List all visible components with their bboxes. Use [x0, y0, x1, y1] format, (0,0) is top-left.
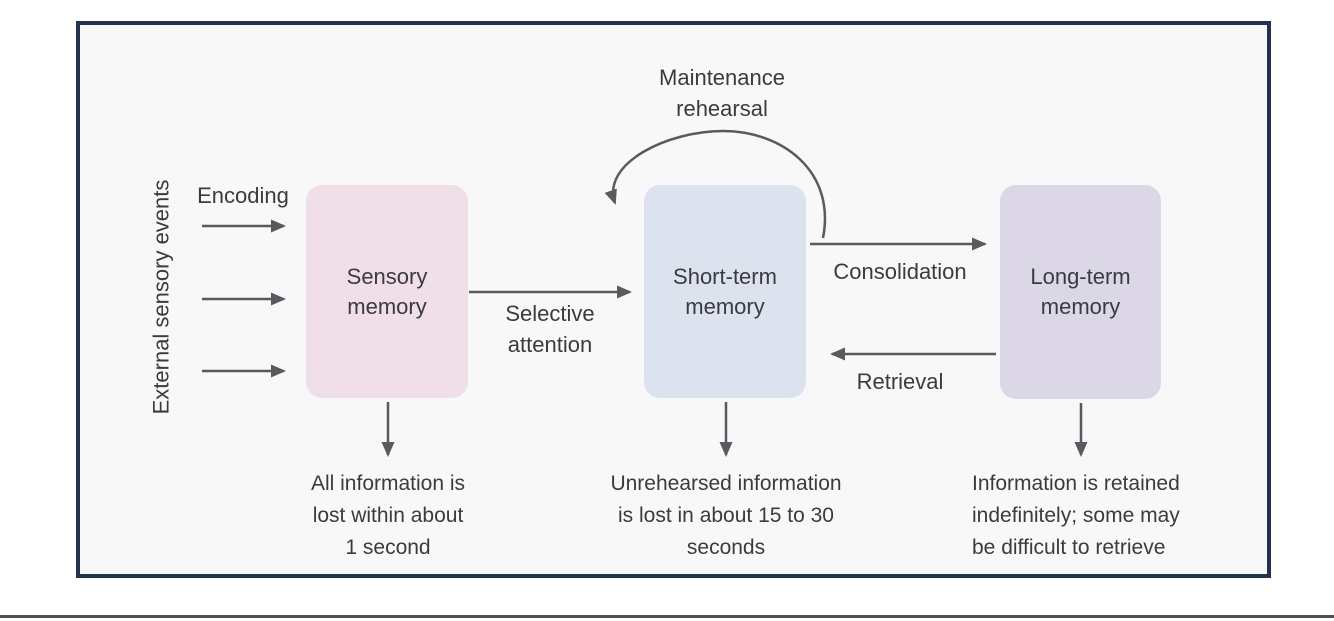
diagram-card: External sensory events Encoding Mainten…: [76, 21, 1271, 578]
encoding-label: Encoding: [197, 183, 289, 208]
sensory-memory-box: Sensory memory: [306, 185, 468, 398]
retrieval-label: Retrieval: [856, 369, 944, 394]
short-term-memory-title: Short-term memory: [673, 263, 777, 319]
long-term-memory-title: Long-term memory: [1030, 264, 1131, 319]
sensory-memory-caption: All information is lost within about 1 s…: [310, 472, 466, 559]
selective-attention-label: Selective attention: [505, 301, 595, 357]
consolidation-label: Consolidation: [833, 259, 967, 284]
sensory-memory-title: Sensory memory: [346, 263, 428, 319]
short-term-memory-caption: Unrehearsed information is lost in about…: [610, 472, 842, 559]
bottom-divider: [0, 615, 1334, 618]
long-term-memory-box: Long-term memory: [1000, 185, 1161, 399]
external-sensory-events-label: External sensory events: [148, 179, 174, 415]
maintenance-rehearsal-label: Maintenance rehearsal: [659, 65, 785, 121]
long-term-memory-caption: Information is retained indefinitely; so…: [972, 472, 1180, 559]
short-term-memory-box: Short-term memory: [644, 185, 806, 398]
